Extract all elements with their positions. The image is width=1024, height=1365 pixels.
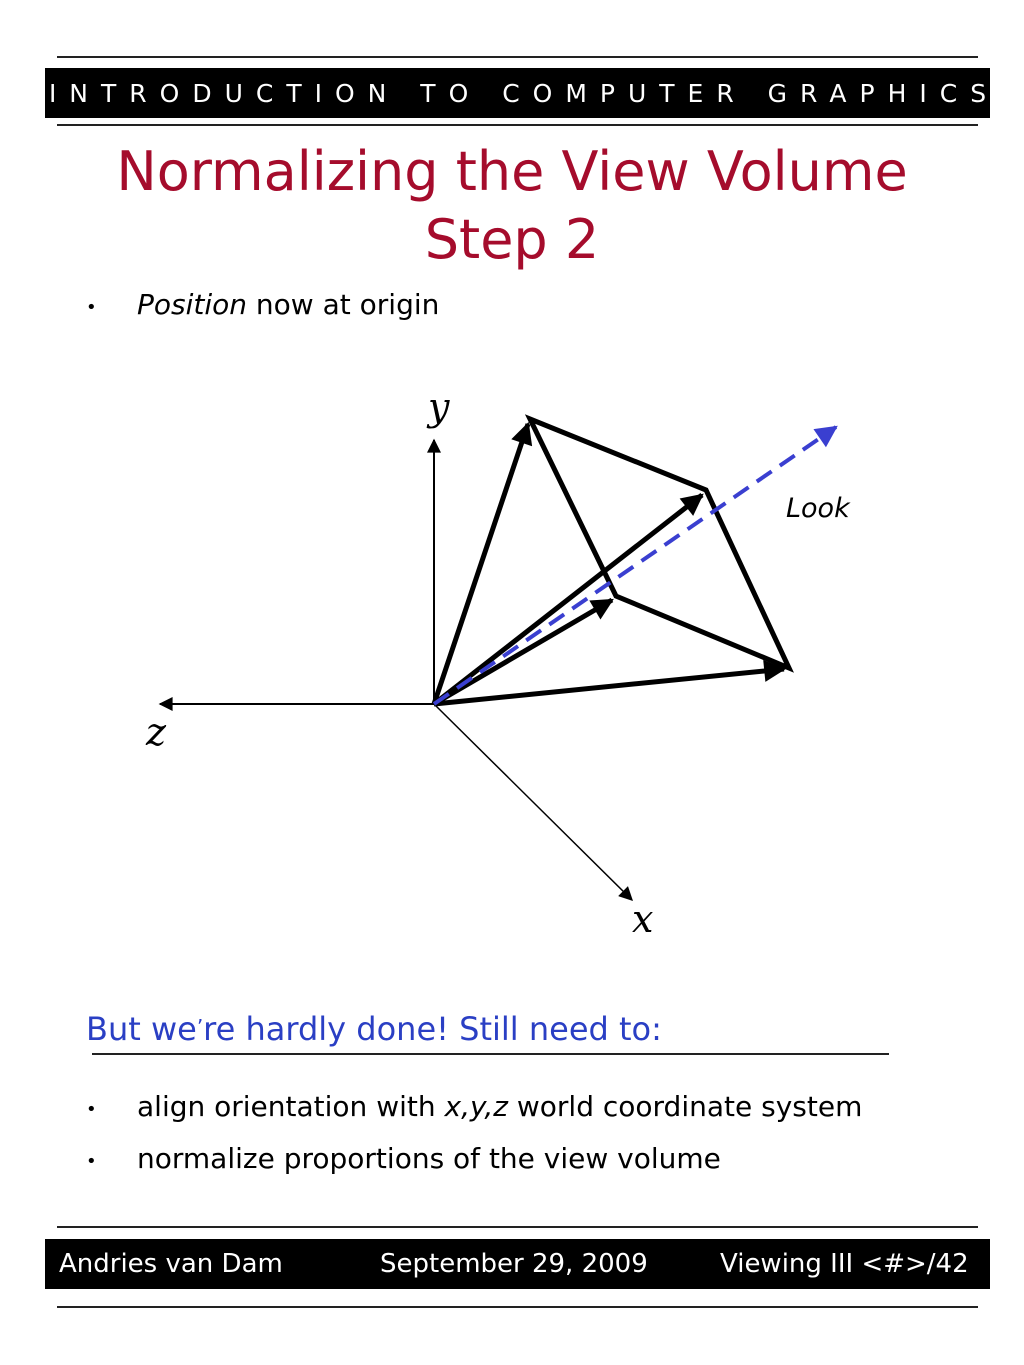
footer-slide-ref: Viewing III <#>/42	[720, 1249, 969, 1279]
look-label: Look	[786, 493, 851, 524]
x-axis	[433, 703, 633, 901]
bullet-dot: •	[86, 1151, 97, 1172]
bullet-position-text: Position now at origin	[137, 288, 439, 321]
edge-vector-bottom-right	[433, 660, 787, 707]
footer-bar: Andries van Dam September 29, 2009 Viewi…	[45, 1239, 990, 1289]
y-axis-label: y	[426, 385, 450, 429]
list-item-align-before: align orientation with	[137, 1090, 445, 1123]
far-plane	[524, 414, 794, 673]
top-rule-1	[57, 56, 978, 58]
slide-title-line1: Normalizing the View Volume	[116, 140, 908, 203]
subheading-after: re hardly done! Still need to:	[203, 1010, 662, 1048]
subheading-underline	[92, 1053, 889, 1055]
course-title: INTRODUCTION TO COMPUTER GRAPHICS	[48, 78, 1000, 108]
subheading: But we’re hardly done! Still need to:	[86, 1010, 662, 1048]
bullet-position-rest: now at origin	[247, 288, 440, 321]
bullet-dot: •	[86, 297, 97, 318]
look-vector	[432, 425, 838, 706]
header-bar: INTRODUCTION TO COMPUTER GRAPHICS	[45, 68, 990, 118]
z-axis-label: z	[145, 710, 167, 754]
list-item-align-after: world coordinate system	[507, 1090, 863, 1123]
list-item-align: align orientation with x,y,z world coord…	[137, 1090, 862, 1123]
footer-date: September 29, 2009	[380, 1249, 648, 1279]
edge-vector-top-left	[431, 421, 533, 705]
slide-title-line2: Step 2	[424, 208, 600, 271]
list-item-align-italic: x,y,z	[444, 1090, 508, 1123]
footer-author: Andries van Dam	[59, 1249, 283, 1279]
bullet-dot: •	[86, 1099, 97, 1120]
edge-vector-top-right	[432, 493, 704, 706]
bottom-rule-2	[57, 1306, 978, 1308]
bullet-position-italic: Position	[137, 288, 248, 321]
slide-title: Normalizing the View Volume Step 2	[0, 138, 1024, 274]
edge-vector-bottom-left	[432, 597, 614, 707]
top-rule-2	[57, 124, 978, 126]
x-axis-label: x	[632, 897, 653, 941]
list-item-normalize: normalize proportions of the view volume	[137, 1142, 721, 1175]
subheading-before: But we	[86, 1010, 197, 1048]
bottom-rule-1	[57, 1226, 978, 1228]
subheading-apostrophe: ’	[196, 1015, 204, 1039]
